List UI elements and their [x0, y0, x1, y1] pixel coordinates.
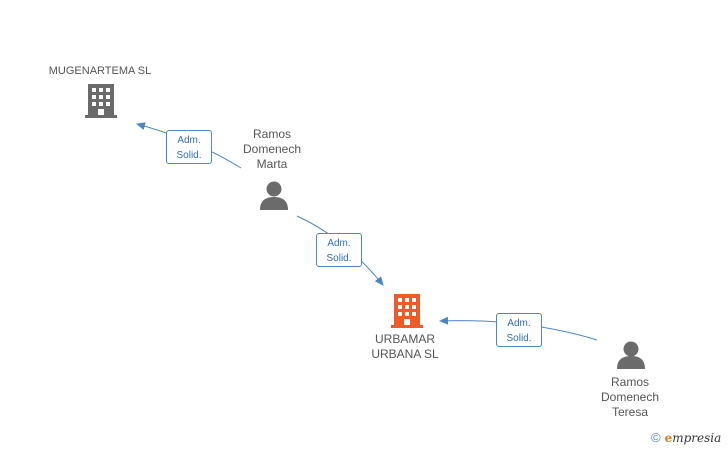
edge-label-teresa-urbamar[interactable]: Adm. Solid.	[496, 313, 542, 347]
company-label-mugenartema[interactable]: MUGENARTEMA SL	[48, 65, 152, 77]
person-icon[interactable]	[260, 181, 288, 211]
edge-label-marta-urbamar[interactable]: Adm. Solid.	[316, 233, 362, 267]
edge-label-marta-mugenartema[interactable]: Adm. Solid.	[166, 130, 212, 164]
building-icon[interactable]	[391, 294, 423, 328]
copyright-icon: ©	[651, 430, 661, 445]
watermark: © empresia	[651, 430, 721, 445]
company-label-urbamar[interactable]: URBAMAR URBANA SL	[371, 332, 439, 361]
person-label-teresa[interactable]: Ramos Domenech Teresa	[600, 375, 660, 419]
building-icon[interactable]	[85, 84, 117, 118]
person-icon[interactable]	[617, 341, 645, 370]
person-label-marta[interactable]: Ramos Domenech Marta	[242, 127, 302, 171]
brand-logo: empresia	[664, 430, 722, 445]
